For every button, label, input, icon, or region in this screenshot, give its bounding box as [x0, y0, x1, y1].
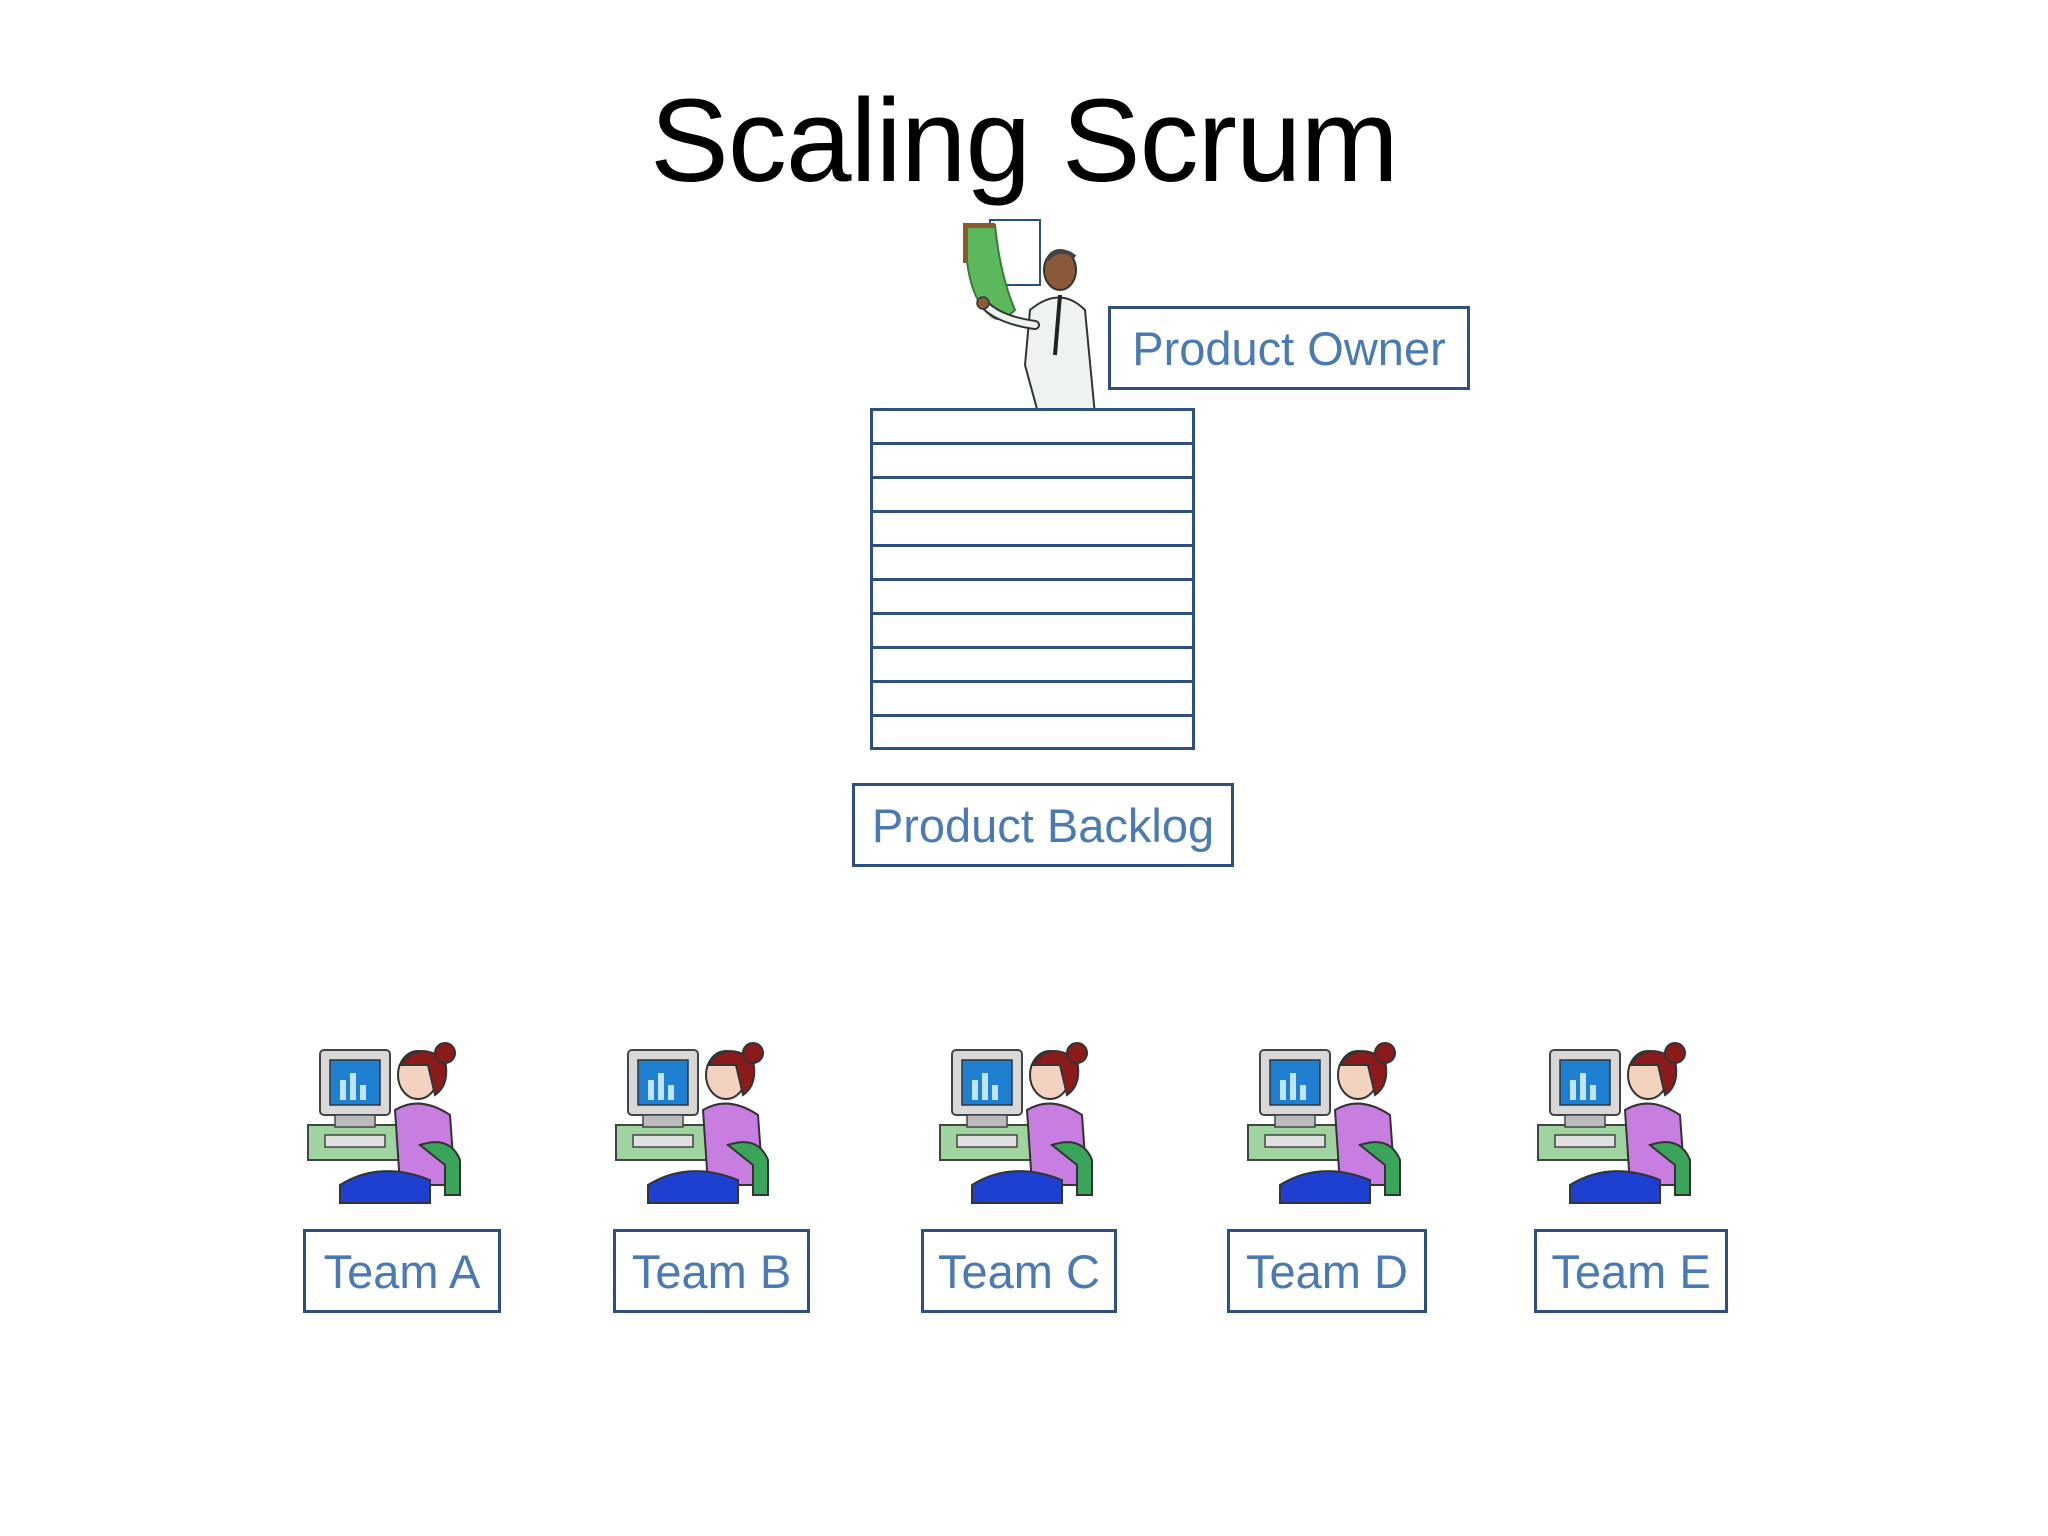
backlog-item [873, 581, 1192, 615]
developer-at-computer-icon [1247, 1042, 1401, 1204]
backlog-item [873, 717, 1192, 751]
product-owner-label: Product Owner [1108, 306, 1470, 390]
presenter-clipart-icon [963, 219, 1097, 425]
team-d [1240, 1035, 1410, 1210]
product-backlog-stack [870, 408, 1195, 750]
backlog-item [873, 479, 1192, 513]
developer-at-computer-icon [1537, 1042, 1691, 1204]
backlog-item [873, 411, 1192, 445]
developer-at-computer-icon [615, 1042, 769, 1204]
team-c [932, 1035, 1102, 1210]
product-backlog-label: Product Backlog [852, 783, 1234, 867]
team-c-label: Team C [921, 1229, 1117, 1313]
backlog-item [873, 649, 1192, 683]
team-e-label: Team E [1534, 1229, 1728, 1313]
backlog-item [873, 547, 1192, 581]
backlog-item [873, 513, 1192, 547]
team-e [1530, 1035, 1700, 1210]
team-b [608, 1035, 778, 1210]
team-b-label: Team B [613, 1229, 810, 1313]
slide-title: Scaling Scrum [650, 75, 1399, 207]
team-a-label: Team A [303, 1229, 501, 1313]
backlog-item [873, 445, 1192, 479]
team-d-label: Team D [1227, 1229, 1427, 1313]
backlog-item [873, 683, 1192, 717]
team-a [300, 1035, 470, 1210]
developer-at-computer-icon [939, 1042, 1093, 1204]
developer-at-computer-icon [307, 1042, 461, 1204]
backlog-item [873, 615, 1192, 649]
